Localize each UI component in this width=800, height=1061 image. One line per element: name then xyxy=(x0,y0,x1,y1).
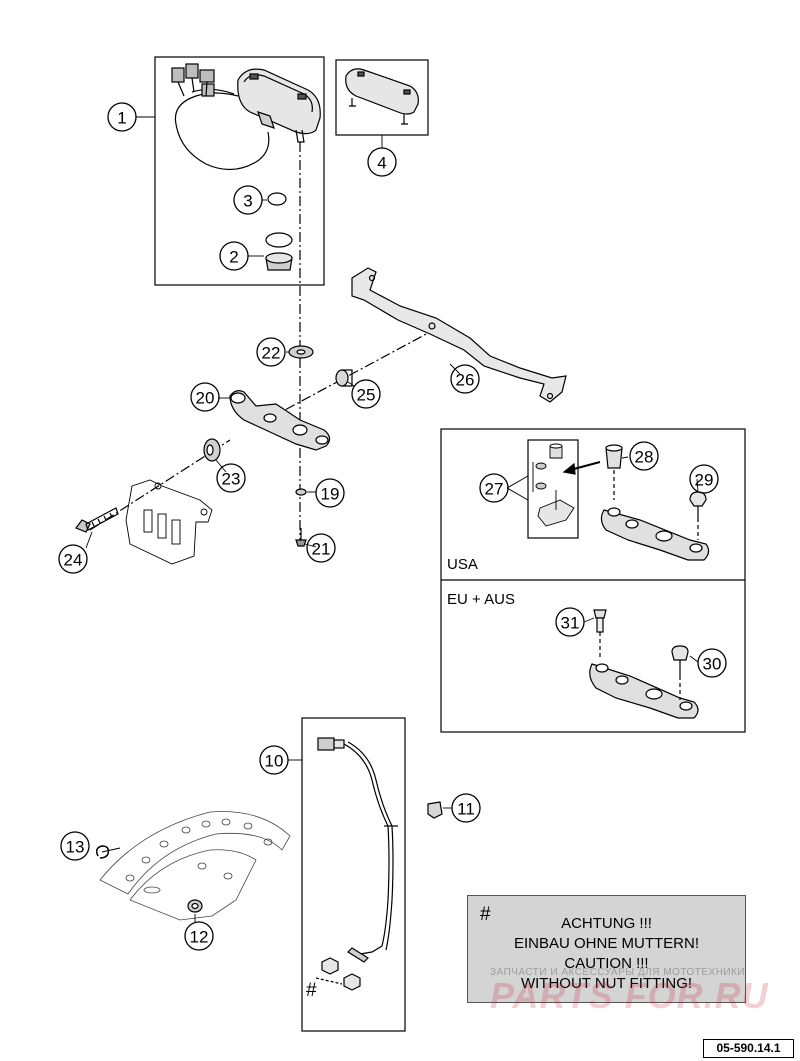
callout-29-number: 29 xyxy=(695,471,714,490)
callout-31 xyxy=(555,607,585,637)
callout-30 xyxy=(697,648,727,678)
usa-cap-part-29 xyxy=(689,491,707,518)
eu-bolt-part-30 xyxy=(671,645,689,676)
speed-sensor-part-10 xyxy=(317,737,398,963)
caution-line-3: CAUTION !!! xyxy=(564,955,649,972)
bracket-part-26 xyxy=(351,267,567,403)
callout-26-number: 26 xyxy=(456,371,475,390)
usa-sleeve-part-28 xyxy=(605,444,623,469)
callout-28 xyxy=(629,441,659,471)
rubber-bushing-part-22 xyxy=(288,345,314,359)
callout-12-number: 12 xyxy=(190,928,209,947)
watermark-logo: PARTS FOR.RU xyxy=(490,975,769,1016)
caution-note: # ACHTUNG !!! EINBAU OHNE MUTTERN! CAUTI… xyxy=(467,895,746,1003)
callout-2-number: 2 xyxy=(229,248,238,267)
sensor-box xyxy=(301,717,406,1032)
usa-holder xyxy=(600,507,710,561)
caution-line-1: ACHTUNG !!! xyxy=(561,915,652,932)
spacer-part-25 xyxy=(335,369,353,387)
callout-20-number: 20 xyxy=(196,389,215,408)
sensor-note-hash: # xyxy=(306,980,317,1001)
screw-part-21 xyxy=(295,528,307,547)
brake-disc xyxy=(99,811,291,921)
callout-22 xyxy=(256,337,286,367)
callout-21 xyxy=(306,533,336,563)
callout-1 xyxy=(107,102,137,132)
callout-30-number: 30 xyxy=(703,655,722,674)
usa-fitting-part-27 xyxy=(532,443,575,527)
clip-part-11 xyxy=(427,801,443,819)
callout-19 xyxy=(315,478,345,508)
o-ring-part-3 xyxy=(267,192,287,206)
washer-part-19 xyxy=(295,488,307,496)
callout-22-number: 22 xyxy=(262,344,281,363)
centerline-bolt xyxy=(89,439,231,531)
callout-11-number: 11 xyxy=(457,800,475,819)
callout-19-number: 19 xyxy=(321,485,340,504)
callout-28-number: 28 xyxy=(635,448,654,467)
eu-bolt-part-31 xyxy=(593,609,607,633)
callout-3 xyxy=(233,185,263,215)
caution-hash-symbol: # xyxy=(480,904,491,925)
callout-27-number: 27 xyxy=(485,480,504,499)
callout-13 xyxy=(60,831,90,861)
mounting-plate xyxy=(125,479,213,565)
arrow-27-28-head xyxy=(562,462,576,475)
callout-12 xyxy=(184,921,214,951)
callout-13-number: 13 xyxy=(66,838,85,857)
callout-10 xyxy=(259,745,289,775)
spacer-part-12 xyxy=(187,899,203,913)
callout-2 xyxy=(219,241,249,271)
eu-holder xyxy=(589,663,699,719)
caution-line-4: WITHOUT NUT FITTING! xyxy=(520,975,693,992)
callout-25-number: 25 xyxy=(357,386,376,405)
speedometer-housing-part-4 xyxy=(345,68,419,125)
callout-23 xyxy=(216,463,246,493)
speedometer-group-box xyxy=(154,56,325,286)
callout-29 xyxy=(689,464,719,494)
usa-variant-label: USA xyxy=(447,556,478,573)
bolt-part-24 xyxy=(75,507,119,533)
callout-20 xyxy=(190,382,220,412)
callout-23-number: 23 xyxy=(222,470,241,489)
callout-4-number: 4 xyxy=(377,154,386,173)
diagram-number: 05-590.14.1 xyxy=(703,1039,794,1058)
callout-11 xyxy=(451,793,481,823)
callout-21-number: 21 xyxy=(312,540,331,559)
circlip-part-13 xyxy=(95,845,110,859)
caution-line-2: EINBAU OHNE MUTTERN! xyxy=(513,935,699,952)
centerline-bracket xyxy=(269,331,431,419)
caution-text-block: ACHTUNG !!! EINBAU OHNE MUTTERN! CAUTION… xyxy=(468,914,745,994)
callout-1-number: 1 xyxy=(117,109,126,128)
callout-25 xyxy=(351,379,381,409)
rubber-part-23 xyxy=(203,438,221,462)
callout-24-number: 24 xyxy=(64,551,83,570)
holder-part-20 xyxy=(229,390,331,451)
speedometer-drawing xyxy=(171,63,321,171)
callout-31-number: 31 xyxy=(561,614,580,633)
callout-24 xyxy=(58,544,88,574)
watermark-tagline: ЗАПЧАСТИ И АКСЕССУАРЫ ДЛЯ МОТОТЕХНИКИ xyxy=(490,967,746,978)
eu-aus-variant-label: EU + AUS xyxy=(447,591,515,608)
callout-circles xyxy=(58,102,727,951)
callout-26 xyxy=(450,364,480,394)
sensor-nuts xyxy=(315,957,361,991)
callout-3-number: 3 xyxy=(243,192,252,211)
callout-4 xyxy=(367,147,397,177)
mount-kit-part-2 xyxy=(265,232,293,271)
callout-27 xyxy=(479,473,509,503)
part-27-box xyxy=(527,439,579,539)
callout-10-number: 10 xyxy=(265,752,284,771)
